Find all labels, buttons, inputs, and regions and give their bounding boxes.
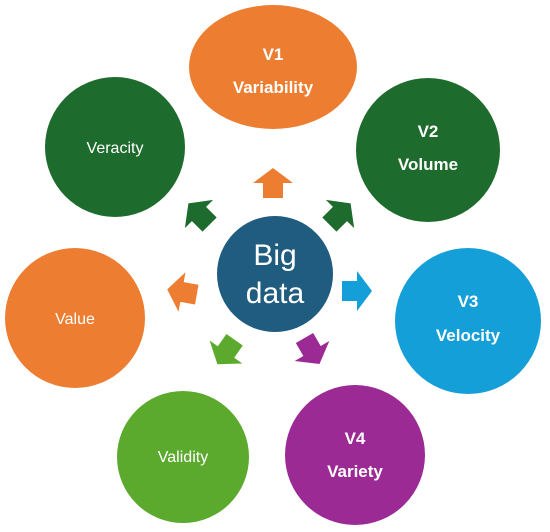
validity-label: Validity — [158, 449, 208, 466]
arrow-to-variability — [253, 168, 293, 198]
arrow-to-velocity — [342, 271, 372, 311]
center-label-line2: data — [246, 277, 305, 310]
arrow-to-validity — [209, 333, 243, 365]
variety-label: Variety — [327, 462, 383, 481]
validity-circle — [117, 391, 249, 523]
arrow-to-volume — [322, 199, 355, 232]
velocity-circle — [395, 248, 541, 394]
veracity-circle — [45, 77, 185, 217]
velocity-label: Velocity — [436, 326, 501, 345]
node-veracity: Veracity — [45, 77, 185, 217]
value-label: Value — [55, 311, 95, 328]
node-validity: Validity — [117, 391, 249, 523]
node-value: Value — [5, 248, 145, 388]
arrow-to-variety — [294, 333, 330, 364]
arrow-to-veracity — [184, 199, 217, 232]
volume-circle — [356, 78, 500, 222]
arrows — [167, 168, 372, 365]
node-velocity: V3 Velocity — [395, 248, 541, 394]
center-node: Big data — [217, 216, 333, 332]
volume-label: Volume — [398, 155, 458, 174]
veracity-label: Veracity — [87, 140, 144, 157]
variety-code: V4 — [345, 429, 366, 448]
variability-circle — [189, 5, 357, 129]
node-variability: V1 Variability — [189, 5, 357, 129]
center-circle — [217, 216, 333, 332]
variability-label: Variability — [233, 78, 314, 97]
velocity-code: V3 — [458, 292, 479, 311]
center-label-line1: Big — [253, 239, 296, 272]
variability-code: V1 — [263, 45, 284, 64]
node-variety: V4 Variety — [285, 385, 425, 525]
volume-code: V2 — [418, 122, 439, 141]
node-volume: V2 Volume — [356, 78, 500, 222]
variety-circle — [285, 385, 425, 525]
arrow-to-value — [167, 272, 199, 312]
value-circle — [5, 248, 145, 388]
